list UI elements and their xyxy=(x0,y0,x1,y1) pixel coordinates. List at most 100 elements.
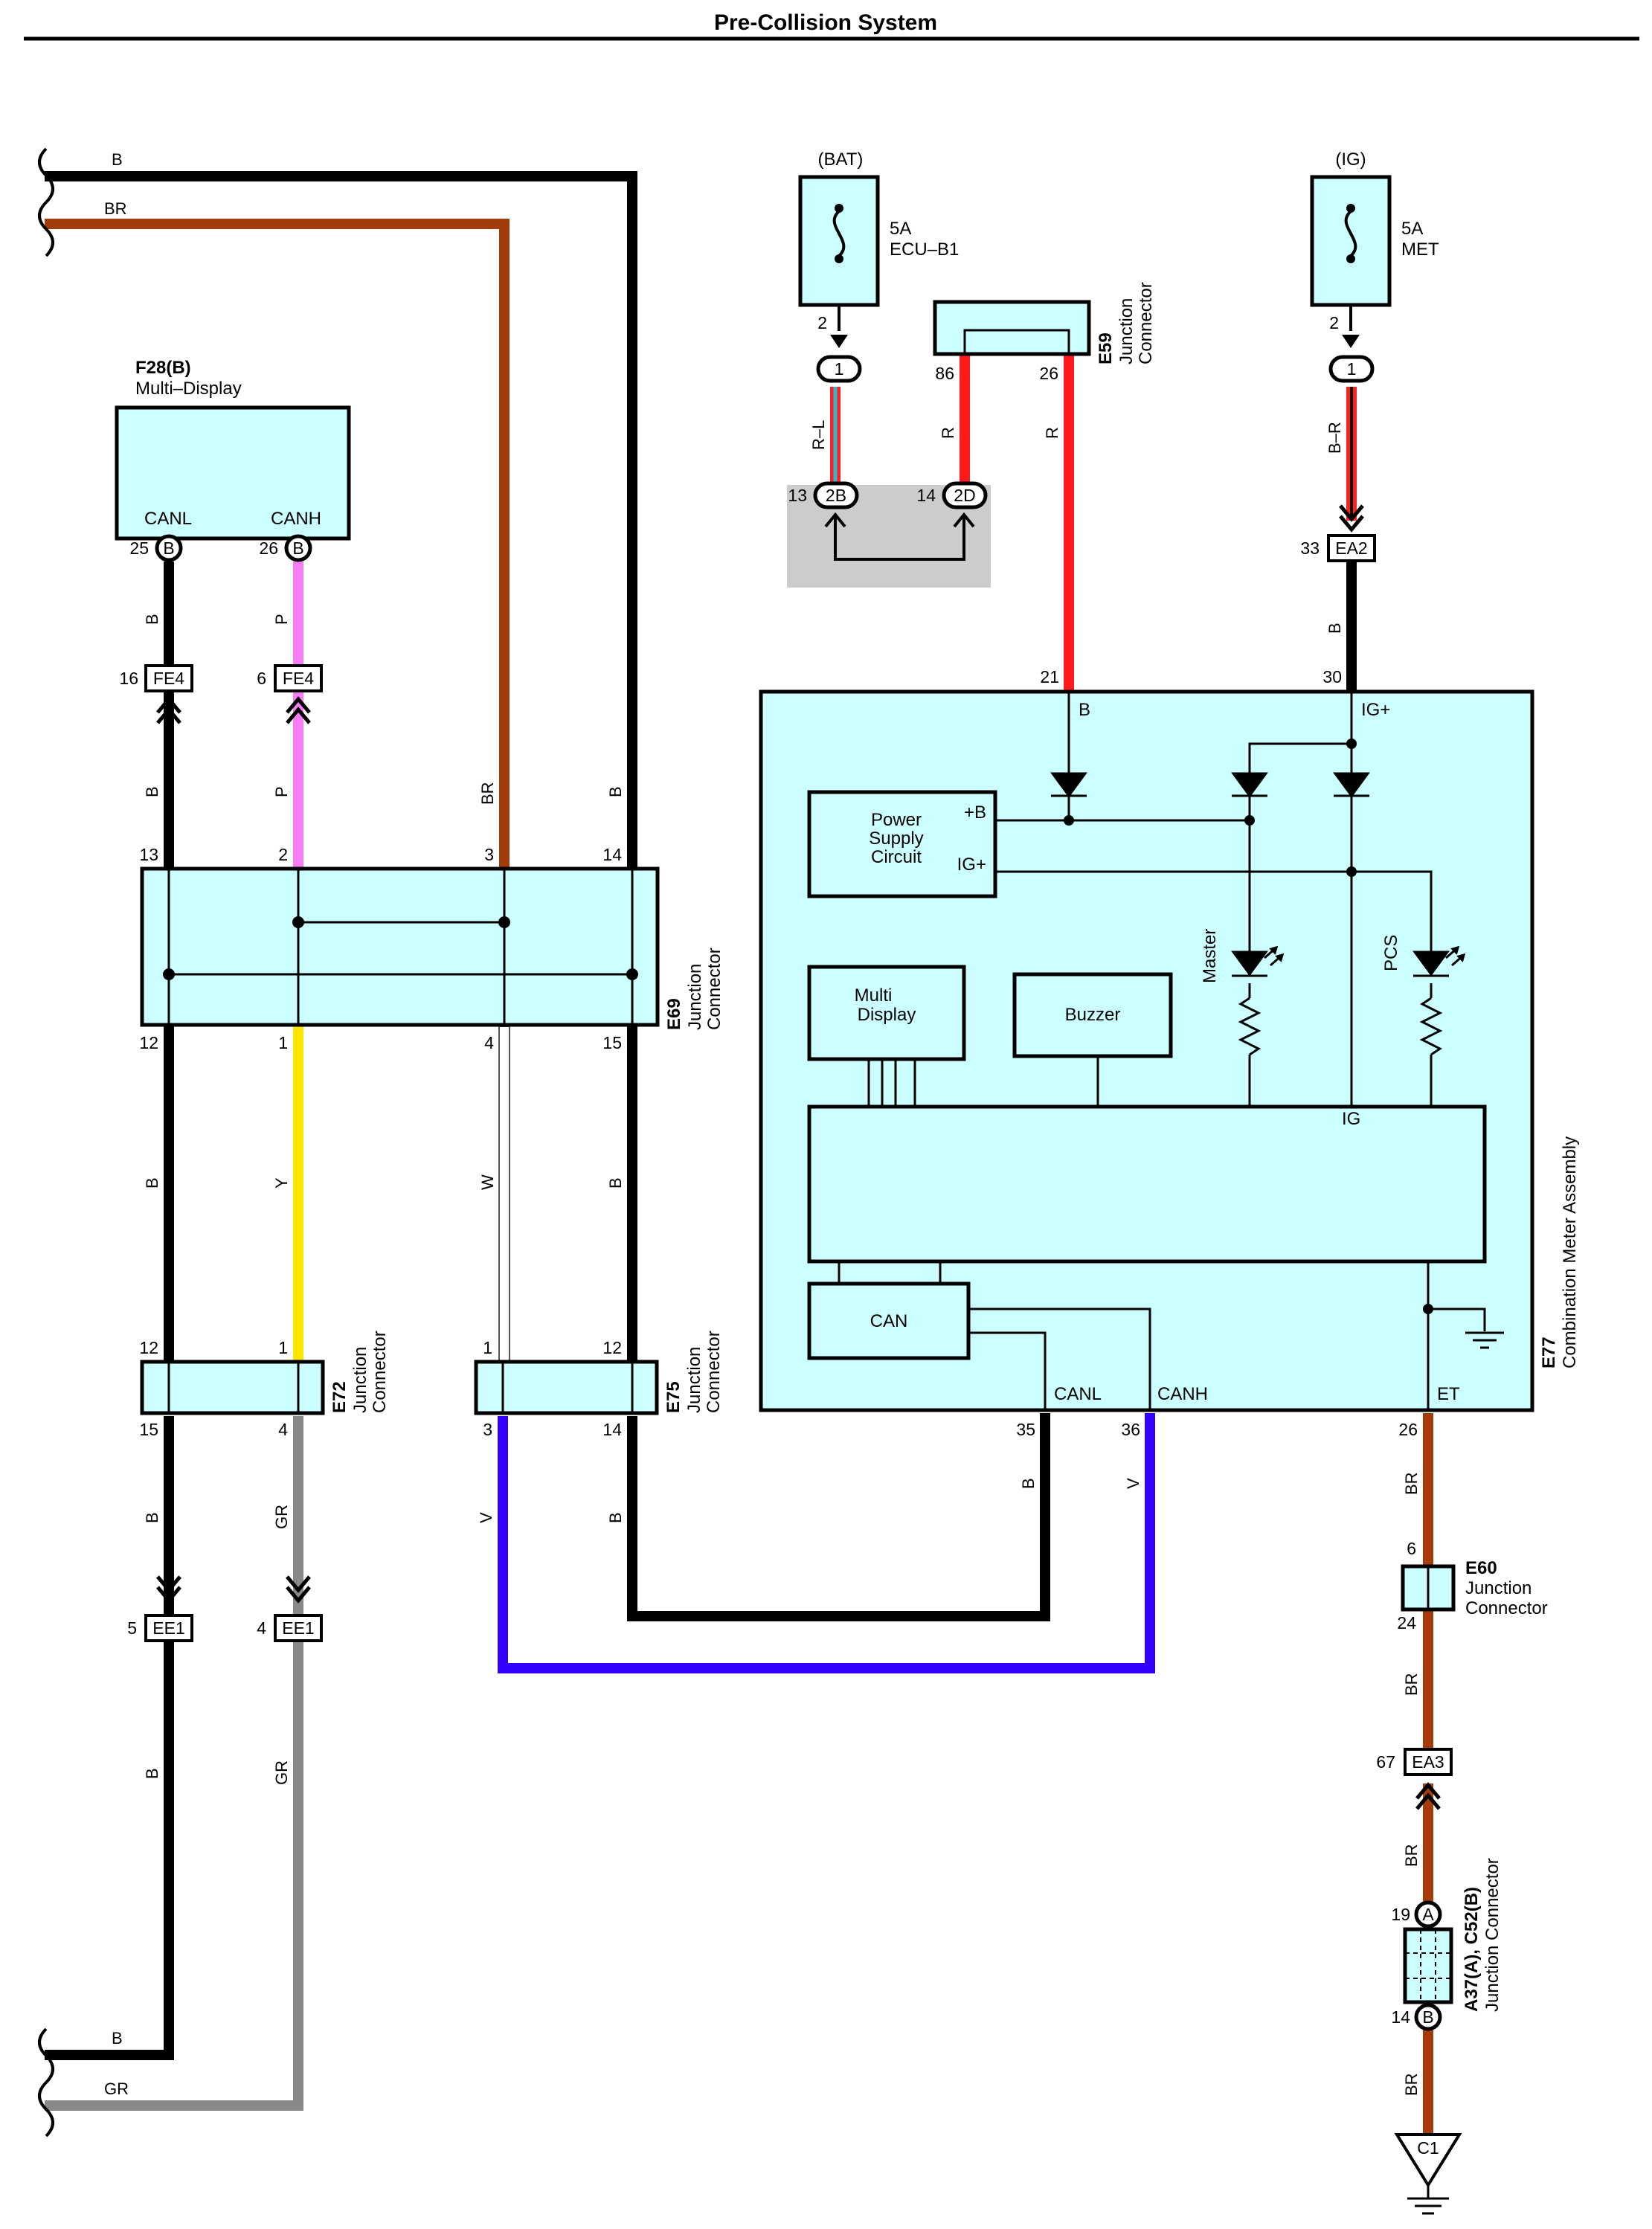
ee1-right-connector xyxy=(274,1575,323,1642)
diode-icon xyxy=(1050,772,1370,798)
e69-bottom-pin-15: 15 xyxy=(602,1033,622,1052)
e77-internal-wiring xyxy=(838,692,1486,1410)
fuse-bat-source: (BAT) xyxy=(818,149,864,170)
power-supply-line2: Supply xyxy=(869,829,923,849)
junction-2d-conn xyxy=(942,481,988,509)
e77-multi-display-line2: Display xyxy=(858,1005,916,1025)
ee1-right-label: EE1 xyxy=(282,1618,314,1638)
wire-label-bottom-b: B xyxy=(112,2029,123,2048)
ea3-connector xyxy=(1404,1748,1453,1776)
a37-pin-19: 19 xyxy=(1391,1905,1410,1924)
ee1-left-pin: 5 xyxy=(127,1618,137,1638)
can-box xyxy=(807,1281,971,1360)
multi-display-canh: CANH xyxy=(271,509,321,529)
e77-label-b: B xyxy=(1079,700,1090,720)
fuse-bat-box xyxy=(798,175,880,307)
multi-display-box xyxy=(115,405,351,541)
fuse-ig-conn xyxy=(1328,355,1375,383)
e72-top-pin-1: 1 xyxy=(278,1338,288,1357)
wire-label-top-br: BR xyxy=(104,199,127,218)
led-master-label: Master xyxy=(1200,929,1220,983)
e72-internal-lines xyxy=(167,1362,300,1413)
f28-pin-canl-circle xyxy=(155,534,183,562)
e60-pin-6: 6 xyxy=(1407,1539,1416,1558)
fuse-ig-icon xyxy=(1344,204,1357,331)
e75-bottom-pin-14: 14 xyxy=(602,1420,622,1439)
fuse-ig-box xyxy=(1310,175,1392,307)
ee1-left-label: EE1 xyxy=(152,1618,184,1638)
wire-label-b-fe4-bot: B xyxy=(143,786,161,797)
e69-junction-dots xyxy=(163,916,638,980)
e59-internal xyxy=(963,329,1070,354)
e75-bottom-pin-3: 3 xyxy=(483,1420,492,1439)
resistor-pcs-icon xyxy=(1419,997,1443,1056)
wire-top-b xyxy=(45,171,637,874)
power-supply-ig-terminal: IG+ xyxy=(957,855,986,875)
fe4-right-pin: 6 xyxy=(257,669,266,688)
e77-pin-36: 36 xyxy=(1121,1420,1140,1439)
ground-c1-triangle xyxy=(1394,2133,1462,2188)
wire-label-v-canh: V xyxy=(1124,1478,1142,1489)
wire-break-top xyxy=(38,147,54,257)
wire-label-br-gnd: BR xyxy=(1402,2073,1421,2096)
e60-line2: Connector xyxy=(1465,1598,1548,1618)
a37-pin-a-letter: A xyxy=(1422,1905,1434,1924)
e72-box xyxy=(140,1360,325,1415)
power-supply-line1: Power xyxy=(871,810,922,830)
wire-label-v-low: V xyxy=(477,1512,495,1523)
meter-main-ic xyxy=(807,1104,1487,1264)
fe4-left-connector xyxy=(144,664,193,724)
wire-label-b-mid2: B xyxy=(606,1177,625,1189)
e75-id: E75 xyxy=(663,1381,684,1413)
wire-label-r1: R xyxy=(939,427,957,439)
e69-top-pin-13: 13 xyxy=(139,845,158,864)
f28-pin-canl-number: 25 xyxy=(129,538,149,558)
led-pcs-label: PCS xyxy=(1381,935,1401,971)
e59-box xyxy=(933,300,1091,356)
e69-top-pin-2: 2 xyxy=(278,845,288,864)
e77-label-canl: CANL xyxy=(1054,1384,1102,1404)
e59-line1: Junction xyxy=(1116,298,1137,364)
e69-top-pin-14: 14 xyxy=(602,845,622,864)
e72-line1: Junction xyxy=(350,1347,370,1413)
fe4-right-label: FE4 xyxy=(283,669,314,688)
fuse-bat-conn-number: 1 xyxy=(835,359,844,379)
wire-v-e75-canh xyxy=(498,1413,1155,1673)
e75-line1: Junction xyxy=(684,1347,704,1413)
buzzer-label: Buzzer xyxy=(1065,1005,1121,1025)
power-supply-b-terminal: +B xyxy=(964,802,986,823)
wire-gr-e72-bottom xyxy=(45,1416,303,2111)
can-label: CAN xyxy=(870,1311,908,1331)
e59-pin-26: 26 xyxy=(1039,364,1058,383)
a37-pin-a-circle xyxy=(1414,1900,1442,1929)
wire-label-w-mid: W xyxy=(478,1174,497,1190)
fuse-bat-pin: 2 xyxy=(817,313,827,332)
e75-top-pin-12: 12 xyxy=(602,1338,622,1357)
e59-id: E59 xyxy=(1096,332,1116,364)
e69-bottom-pin-4: 4 xyxy=(484,1033,494,1052)
wire-label-b-fe4-top: B xyxy=(143,614,161,625)
led-pcs-icon xyxy=(1412,945,1466,977)
e60-line1: Junction xyxy=(1465,1578,1532,1598)
wire-label-gr-low: GR xyxy=(272,1505,291,1529)
junction-2d-pin: 14 xyxy=(916,486,936,505)
wire-w-e69-e75 xyxy=(498,1026,510,1366)
fuse-ig-conn-number: 1 xyxy=(1347,359,1357,379)
e77-pin-21: 21 xyxy=(1040,667,1059,686)
fuse-ig-pin: 2 xyxy=(1329,313,1339,332)
f28-pin-canl-letter: B xyxy=(163,538,174,558)
led-master-icon xyxy=(1231,945,1285,977)
ground-c1-label: C1 xyxy=(1417,2138,1439,2158)
multi-display-canl: CANL xyxy=(144,509,192,529)
wire-label-br-ig: B–R xyxy=(1325,422,1344,454)
page-title: Pre-Collision System xyxy=(714,10,937,35)
fuse-ig-arrow xyxy=(1342,335,1360,348)
fuse-bat-rating: 5A xyxy=(890,219,911,239)
e77-label-ig: IG+ xyxy=(1361,700,1390,720)
wire-label-y-mid: Y xyxy=(272,1177,291,1189)
e72-line2: Connector xyxy=(370,1331,390,1413)
junction-2b-label: 2B xyxy=(826,486,846,505)
fuse-ig-rating: 5A xyxy=(1401,219,1423,239)
e69-line2: Connector xyxy=(704,948,724,1030)
